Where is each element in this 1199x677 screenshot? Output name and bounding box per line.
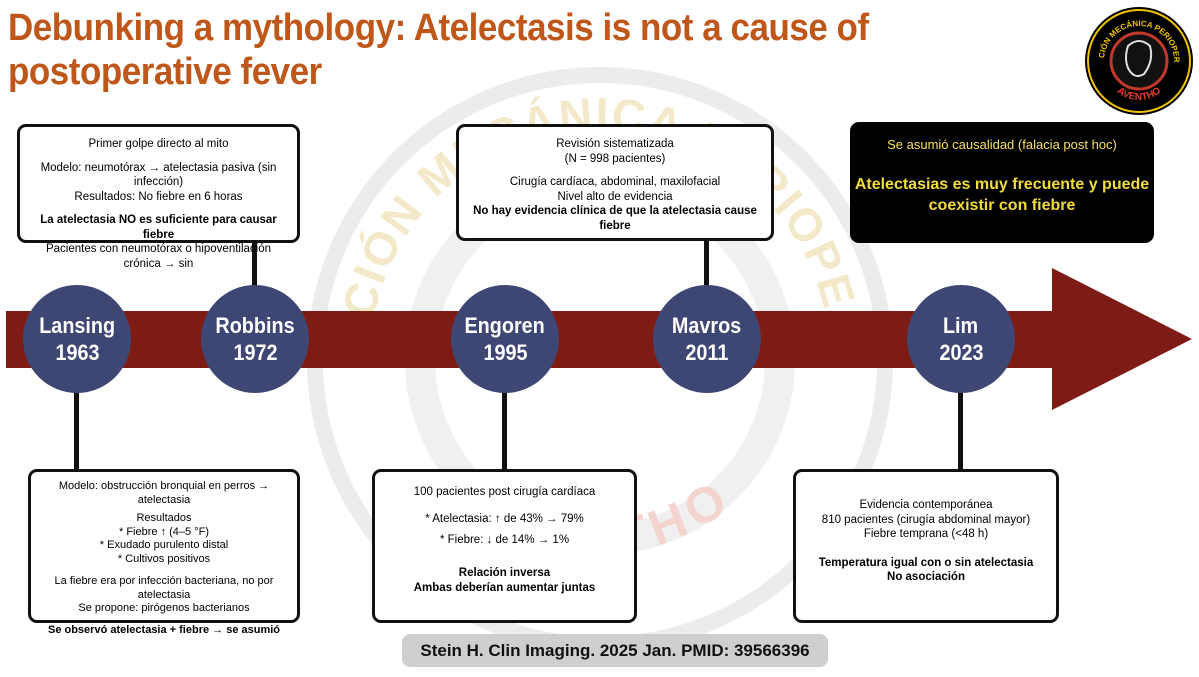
node-name: Engoren [464, 313, 546, 338]
node-name: Mavros [672, 313, 742, 338]
engoren-line: * Fiebre: ↓ de 14% → 1% [439, 534, 570, 546]
lim-conclusion: Temperatura igual con o sin atelectasia [818, 556, 1034, 569]
lim-line: 810 pacientes (cirugía abdominal mayor) [821, 513, 1031, 526]
lim-conclusion: No asociación [887, 571, 965, 583]
connector-robbins [252, 242, 257, 288]
timeline-node-engoren: Engoren 1995 [451, 285, 559, 393]
lim-line: Evidencia contemporánea [859, 499, 993, 511]
connector-lim [958, 385, 963, 471]
robbins-line: Pacientes con neumotórax o hipoventilaci… [45, 243, 272, 270]
lansing-line: * Fiebre ↑ (4–5 °F) [119, 525, 209, 538]
lim-line: Fiebre temprana (<48 h) [863, 528, 989, 540]
engoren-line: * Atelectasia: ↑ de 43% → 79% [425, 513, 584, 525]
node-name: Robbins [215, 313, 295, 338]
node-name: Lansing [39, 313, 115, 338]
page-title: Debunking a mythology: Atelectasis is no… [8, 7, 869, 93]
node-year: 1995 [482, 340, 528, 365]
mavros-line: Cirugía cardíaca, abdominal, maxilofacia… [509, 176, 721, 188]
summary-conclusion: Atelectasias es muy frecuente y puede co… [854, 176, 1150, 214]
mavros-line: Revisión sistematizada [556, 138, 674, 150]
robbins-line: Primer golpe directo al mito [88, 138, 229, 150]
lansing-line: Resultados [136, 512, 192, 524]
lansing-line: * Cultivos positivos [117, 552, 211, 565]
mavros-conclusion: No hay evidencia clínica de que la atele… [473, 205, 757, 232]
connector-engoren [502, 385, 507, 471]
node-year: 2023 [938, 340, 984, 365]
mavros-line: Nivel alto de evidencia [557, 190, 673, 203]
timeline-arrow-head [1052, 268, 1192, 410]
lansing-line: Modelo: obstrucción bronquial en perros … [58, 480, 270, 506]
node-year: 1972 [232, 340, 278, 365]
node-year: 2011 [685, 340, 729, 365]
summary-subtitle: Se asumió causalidad (falacia post hoc) [887, 137, 1117, 152]
timeline-node-mavros: Mavros 2011 [653, 285, 761, 393]
engoren-info-box: 100 pacientes post cirugía cardíaca * At… [372, 469, 637, 623]
connector-mavros [704, 240, 709, 288]
aventho-logo: VENTILACIÓN MECÁNICA PERIOPERATORIA AVEN… [1084, 6, 1193, 115]
lansing-line: * Exudado purulento distal [99, 539, 229, 551]
node-year: 1963 [54, 340, 100, 365]
robbins-conclusion: La atelectasia NO es suficiente para cau… [40, 214, 277, 241]
logo-brand-text: AVENTHO [1115, 85, 1163, 103]
robbins-info-box: Primer golpe directo al mito Modelo: neu… [17, 124, 300, 270]
connector-lansing [74, 385, 79, 471]
timeline-node-lim: Lim 2023 [907, 285, 1015, 393]
timeline-node-robbins: Robbins 1972 [201, 285, 309, 393]
lansing-line: Se propone: pirógenos bacterianos [78, 602, 250, 614]
lim-info-box: Evidencia contemporánea 810 pacientes (c… [793, 469, 1059, 623]
engoren-conclusion: Relación inversa [458, 567, 551, 579]
svg-text:AVENTHO: AVENTHO [1115, 85, 1163, 103]
lansing-info-box: Modelo: obstrucción bronquial en perros … [28, 469, 300, 636]
node-name: Lim [943, 313, 979, 338]
citation: Stein H. Clin Imaging. 2025 Jan. PMID: 3… [402, 634, 828, 667]
mavros-info-box: Revisión sistematizada (N = 998 paciente… [456, 124, 774, 241]
engoren-line: 100 pacientes post cirugía cardíaca [413, 486, 596, 498]
engoren-conclusion: Ambas deberían aumentar juntas [413, 582, 596, 594]
robbins-line: Resultados: No fiebre en 6 horas [74, 190, 243, 203]
robbins-line: Modelo: neumotórax → atelectasia pasiva … [40, 161, 277, 189]
summary-box: Se asumió causalidad (falacia post hoc) … [850, 122, 1154, 243]
lansing-conclusion: Se observó atelectasia + fiebre → se asu… [47, 623, 281, 636]
timeline-node-lansing: Lansing 1963 [23, 285, 131, 393]
mavros-line: (N = 998 pacientes) [564, 152, 666, 165]
lansing-line: La fiebre era por infección bacteriana, … [54, 575, 274, 601]
